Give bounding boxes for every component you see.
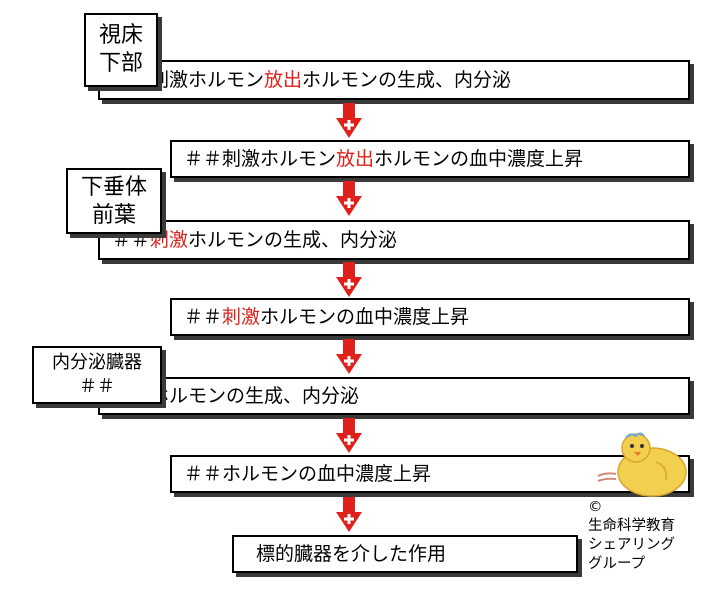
step-3-box: ＃＃刺激ホルモンの生成、内分泌 xyxy=(98,220,690,260)
step-2-text-highlight: 放出 xyxy=(336,147,375,170)
step-7-target-box: 標的臓器を介した作用 xyxy=(232,535,578,573)
step-6-text: ＃＃ホルモンの血中濃度上昇 xyxy=(184,462,432,485)
step-3-text-pre: ＃＃ xyxy=(112,228,151,251)
credit-line-2: シェアリング xyxy=(588,537,675,553)
label-endocrine-organ: 内分泌臓器 ＃＃ xyxy=(32,346,162,404)
label-anterior-pituitary: 下垂体 前葉 xyxy=(66,168,162,234)
label-endocrine-line-2: ＃＃ xyxy=(79,376,115,397)
label-pituitary-line-2: 前葉 xyxy=(91,203,136,228)
label-endocrine-line-1: 内分泌臓器 xyxy=(52,352,142,373)
down-arrow-plus-icon xyxy=(336,418,362,453)
step-2-text-post: ホルモンの血中濃度上昇 xyxy=(374,147,584,170)
step-5-text: ＃＃ホルモンの生成、内分泌 xyxy=(112,384,360,407)
step-2-box: ＃＃刺激ホルモン放出ホルモンの血中濃度上昇 xyxy=(170,140,690,178)
down-arrow-plus-icon xyxy=(336,339,362,374)
copyright-credit: © 生命科学教育 シェアリング グループ xyxy=(588,498,675,574)
step-7-text: 標的臓器を介した作用 xyxy=(256,542,447,565)
step-4-text-post: ホルモンの血中濃度上昇 xyxy=(260,305,470,328)
label-hypothalamus-line-1: 視床 xyxy=(98,23,143,48)
step-4-box: ＃＃刺激ホルモンの血中濃度上昇 xyxy=(170,298,690,336)
credit-line-3: グループ xyxy=(588,556,646,572)
credit-line-1: 生命科学教育 xyxy=(588,518,675,534)
label-hypothalamus-line-2: 下部 xyxy=(98,51,143,76)
down-arrow-plus-icon xyxy=(336,103,362,138)
down-arrow-plus-icon xyxy=(336,262,362,297)
label-hypothalamus: 視床 下部 xyxy=(84,13,158,87)
step-2-text-pre: ＃＃刺激ホルモン xyxy=(184,147,337,170)
step-3-text-highlight: 刺激 xyxy=(150,228,189,251)
chick-icon xyxy=(597,432,687,497)
step-5-box: ＃＃ホルモンの生成、内分泌 xyxy=(98,377,690,415)
step-4-text-highlight: 刺激 xyxy=(222,305,261,328)
down-arrow-plus-icon xyxy=(336,181,362,216)
step-1-box: ＃＃刺激ホルモン放出ホルモンの生成、内分泌 xyxy=(98,60,690,100)
down-arrow-plus-icon xyxy=(336,497,362,532)
step-3-text-post: ホルモンの生成、内分泌 xyxy=(188,228,398,251)
step-1-text-highlight: 放出 xyxy=(264,68,303,91)
copyright-symbol: © xyxy=(588,499,603,515)
step-4-text-pre: ＃＃ xyxy=(184,305,223,328)
step-1-text-post: ホルモンの生成、内分泌 xyxy=(302,68,512,91)
label-pituitary-line-1: 下垂体 xyxy=(80,175,147,200)
